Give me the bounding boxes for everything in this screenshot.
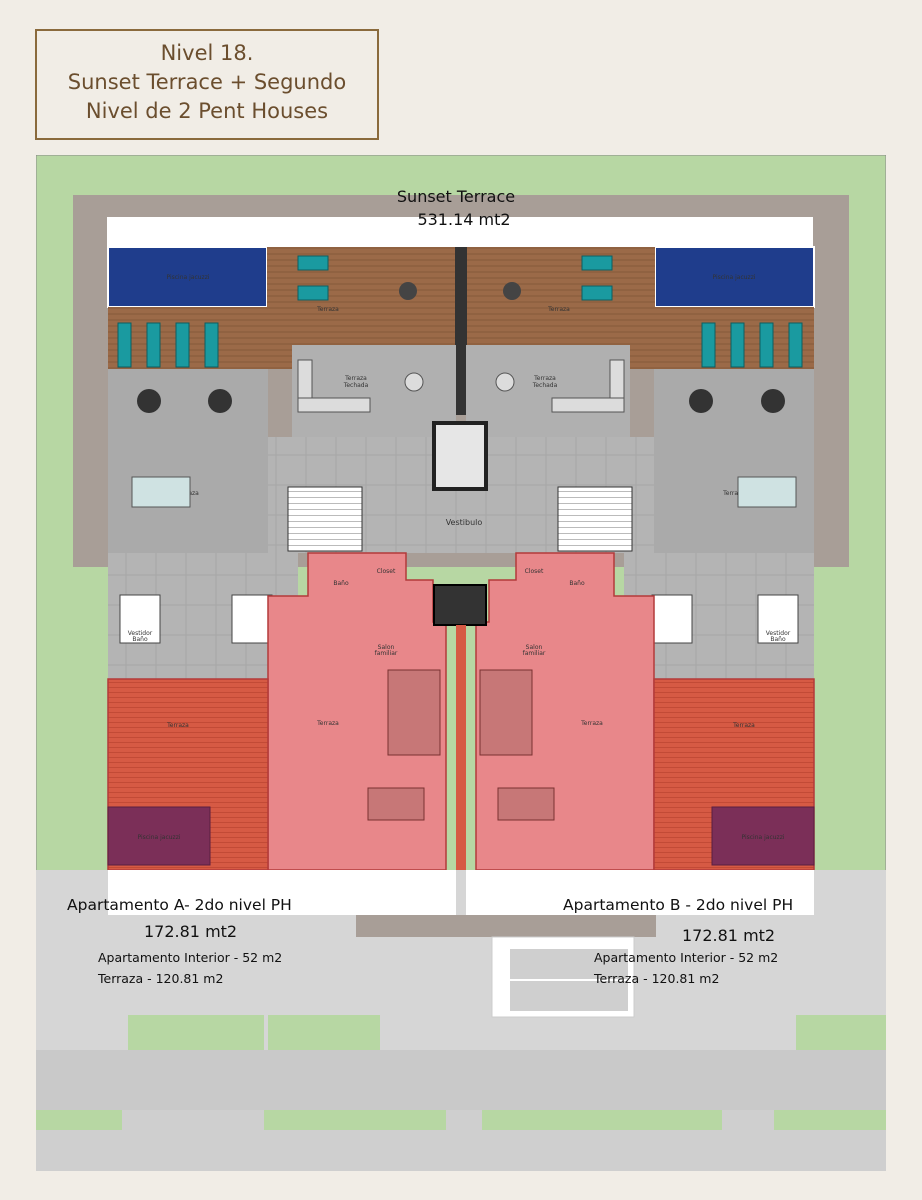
salon-b-label-1: Salon [526, 644, 543, 651]
sunset-terrace-name: Sunset Terrace [397, 187, 515, 206]
ph-b-jacuzzi-label: Piscina jacuzzi [741, 834, 784, 841]
vestibulo-label: Vestibulo [446, 518, 483, 527]
elevator-mid [433, 584, 487, 626]
entrance-panel-1 [510, 949, 628, 979]
street [36, 1110, 886, 1171]
title-line-3: Nivel de 2 Pent Houses [85, 99, 329, 123]
apartment-b-terrace: Terraza - 120.81 m2 [593, 971, 719, 986]
ph-a-jacuzzi [107, 806, 211, 866]
terrace-dining [131, 476, 797, 508]
stairs-left [287, 486, 363, 552]
planter-2 [268, 1015, 380, 1050]
salon-a-label-2: familiar [375, 650, 398, 657]
closet-b-label: Closet [525, 568, 544, 575]
deck-top-right [467, 247, 655, 345]
terrace-right [654, 369, 814, 553]
covered-terrace-left [292, 345, 456, 437]
planter-1 [128, 1015, 264, 1050]
deck-mid-left [108, 307, 296, 369]
closet-a-label: Closet [377, 568, 396, 575]
apartment-b-name: Apartamento B - 2do nivel PH [563, 896, 793, 914]
terraza-top-right-label: Terraza [547, 306, 570, 313]
sunset-terrace-band [107, 217, 813, 247]
bano-b-label: Baño [569, 580, 585, 587]
plan-title-box: Nivel 18. Sunset Terrace + Segundo Nivel… [35, 29, 379, 140]
deck-mid-right [626, 307, 814, 369]
central-wall [455, 247, 467, 415]
apartment-a-area: 172.81 mt2 [144, 922, 237, 941]
apartment-a-name: Apartamento A- 2do nivel PH [67, 896, 292, 914]
entrance-panel-2 [510, 981, 628, 1011]
ph-furniture [367, 669, 555, 821]
bath-fixtures [119, 594, 799, 644]
floor-plan: Piscina jacuzzi Piscina jacuzzi Terraza … [36, 155, 886, 1171]
vestidor-left-label-2: Baño [132, 636, 148, 643]
covered-terrace-right-label-1: Terraza [533, 375, 556, 382]
elevator-top [432, 421, 488, 491]
planter-3 [796, 1015, 886, 1050]
apartment-a-interior: Apartamento Interior - 52 m2 [98, 950, 282, 965]
terraza-right-label: Terraza [722, 490, 745, 497]
vestidor-right-label-1: Vestidor [766, 630, 791, 637]
vestidor-right-label-2: Baño [770, 636, 786, 643]
salon-a-label-1: Salon [378, 644, 395, 651]
jacuzzi-right-label: Piscina jacuzzi [712, 274, 755, 281]
deck-tables [399, 282, 521, 300]
vestidor-left-label-1: Vestidor [128, 630, 153, 637]
apartment-a-terrace: Terraza - 120.81 m2 [97, 971, 223, 986]
terrace-tables [137, 389, 785, 413]
covered-terrace-left-label-2: Techada [343, 382, 369, 389]
jacuzzi-left-label: Piscina jacuzzi [166, 274, 209, 281]
street-planters [36, 1110, 886, 1130]
terraza-a-inner-label: Terraza [316, 720, 339, 727]
covered-terrace-right-label-2: Techada [532, 382, 558, 389]
terraza-b-inner-label: Terraza [580, 720, 603, 727]
apartment-b-interior: Apartamento Interior - 52 m2 [594, 950, 778, 965]
terraza-a-outer-label: Terraza [166, 722, 189, 729]
lower-white-left [108, 870, 456, 915]
terraza-b-outer-label: Terraza [732, 722, 755, 729]
terraza-top-left-label: Terraza [316, 306, 339, 313]
loungers [117, 255, 803, 368]
sunset-terrace-area: 531.14 mt2 [417, 210, 510, 229]
lower-white-right [466, 870, 814, 915]
street-sidewalk [36, 1050, 886, 1110]
ph-divider [456, 625, 466, 870]
stairs-right [557, 486, 633, 552]
ph-b-jacuzzi [711, 806, 815, 866]
ph-a-jacuzzi-label: Piscina jacuzzi [137, 834, 180, 841]
terrace-left [108, 369, 268, 553]
covered-terrace-right [466, 345, 630, 437]
lounge-sofas [297, 359, 625, 413]
apartment-b-area: 172.81 mt2 [682, 926, 775, 945]
title-line-1: Nivel 18. [160, 41, 254, 65]
canopy [356, 915, 656, 937]
salon-b-label-2: familiar [523, 650, 546, 657]
covered-terrace-left-label-1: Terraza [344, 375, 367, 382]
bano-a-label: Baño [333, 580, 349, 587]
title-line-2: Sunset Terrace + Segundo [67, 70, 347, 94]
